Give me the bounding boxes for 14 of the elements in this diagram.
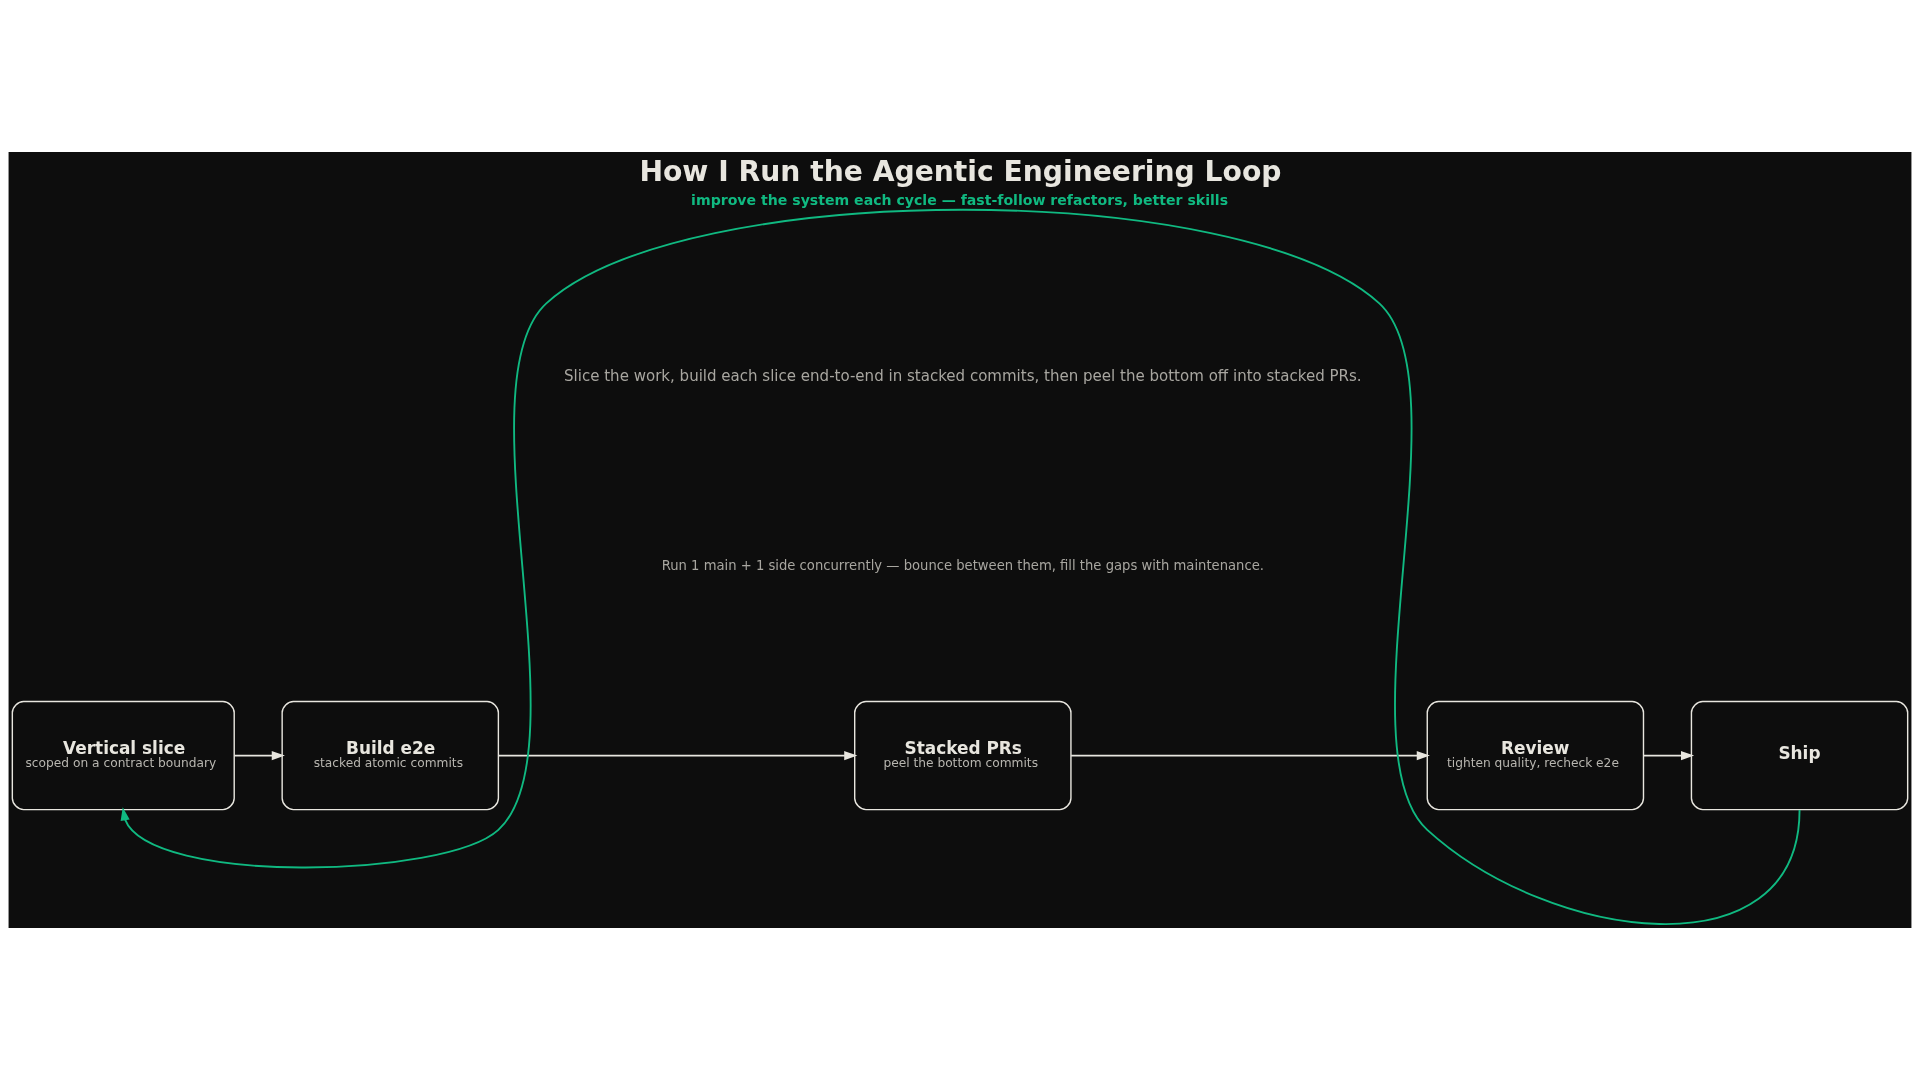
label: Slice the work, build each slice end-to-end in stacked commits, then peel the bottom off into stacked PRs. xyxy=(564,367,1362,386)
diagram-title: How I Run the Agentic Engineering Loop xyxy=(639,155,1282,189)
arrow xyxy=(120,208,1801,925)
arrow xyxy=(497,750,858,761)
node-box: Stacked PRs peel the bottom commits xyxy=(854,700,1072,811)
arrow xyxy=(1642,750,1695,761)
node-box: Review tighten quality, recheck e2e xyxy=(1426,700,1645,811)
node-box: Vertical slice scoped on a contract boundary xyxy=(11,700,235,811)
node-box: Build e2e stacked atomic commits xyxy=(281,700,500,811)
arrow xyxy=(233,750,285,761)
edge-label: improve the system each cycle — fast-follow refactors, better skills xyxy=(691,191,1229,208)
label: Run 1 main + 1 side concurrently — bounce between them, fill the gaps with maintenance. xyxy=(661,558,1264,574)
arrow xyxy=(1070,750,1430,761)
node-box: Ship xyxy=(1690,700,1909,811)
